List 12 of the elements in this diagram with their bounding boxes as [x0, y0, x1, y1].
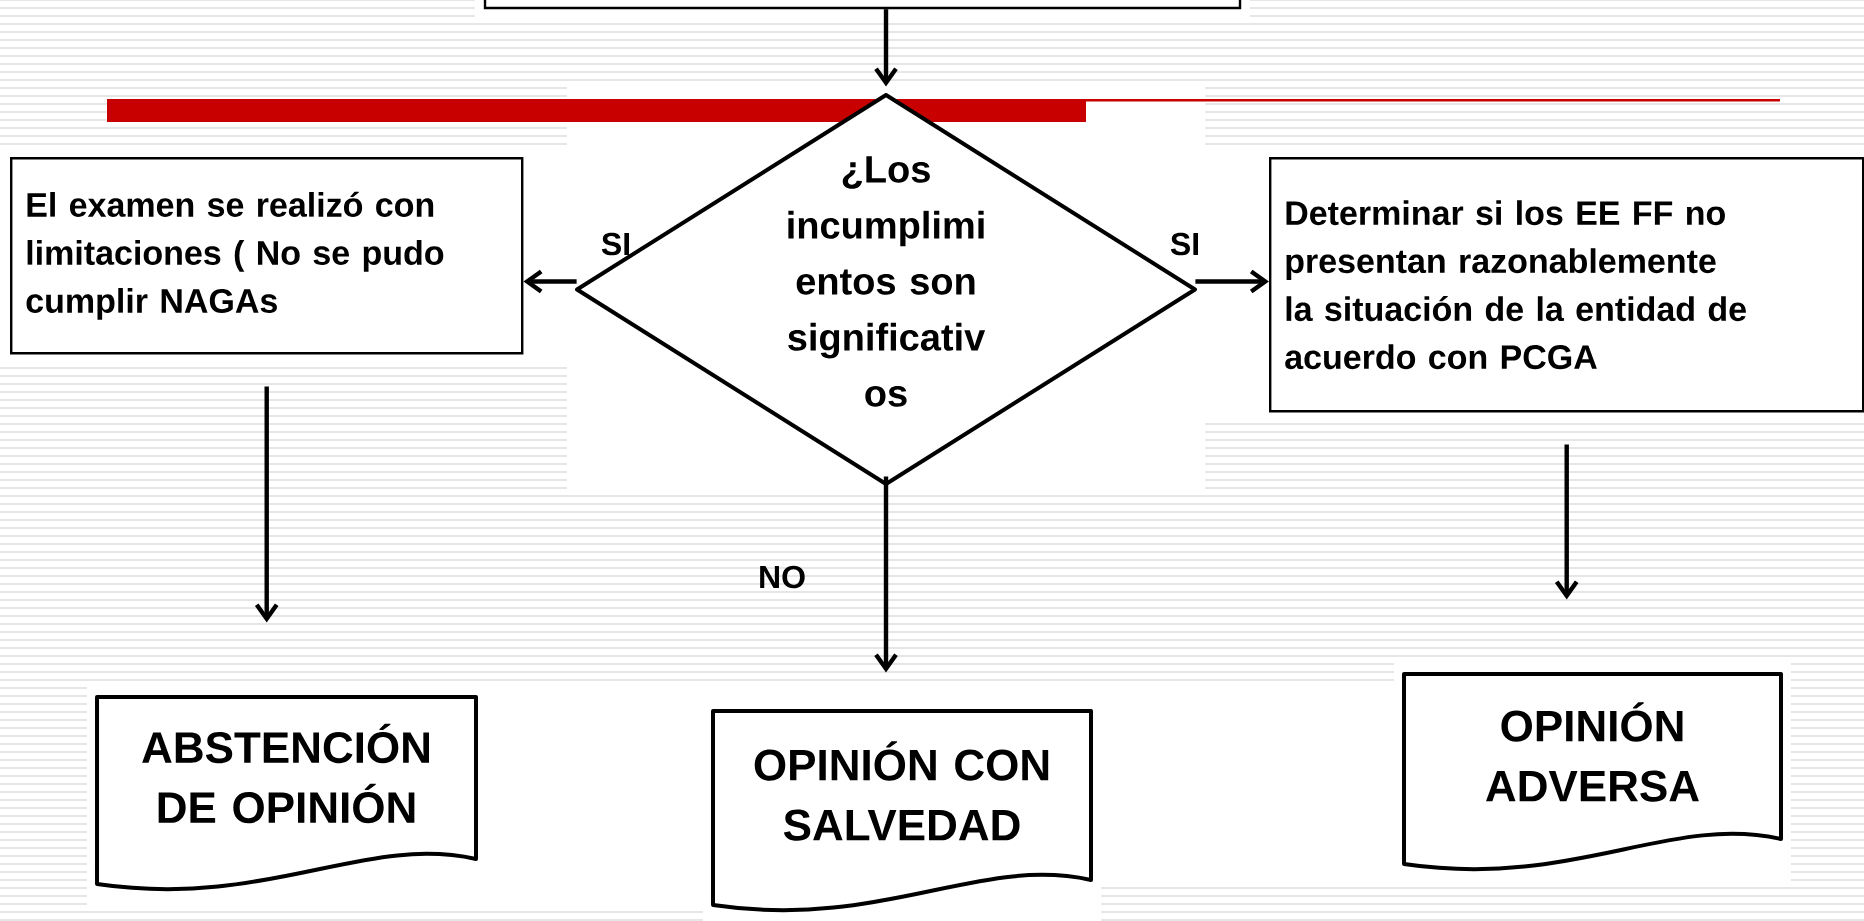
arrow — [874, 476, 898, 673]
process-box: Determinar si los EE FF no presentan razonablemente la situación de la entidad de acuerdo con PCGA — [1269, 157, 1864, 413]
edge-label: SI — [601, 232, 629, 256]
arrow — [1195, 269, 1269, 294]
edge-label: NO — [760, 565, 805, 589]
process-box: El examen se realizó con limitaciones ( No se pudo cumplir NAGAs — [10, 157, 524, 355]
arrow — [523, 269, 577, 294]
arrow — [1554, 444, 1579, 600]
arrow — [874, 9, 898, 87]
process-box — [483, 0, 1242, 10]
edge-label: SI — [1170, 232, 1198, 256]
arrow — [254, 386, 279, 623]
